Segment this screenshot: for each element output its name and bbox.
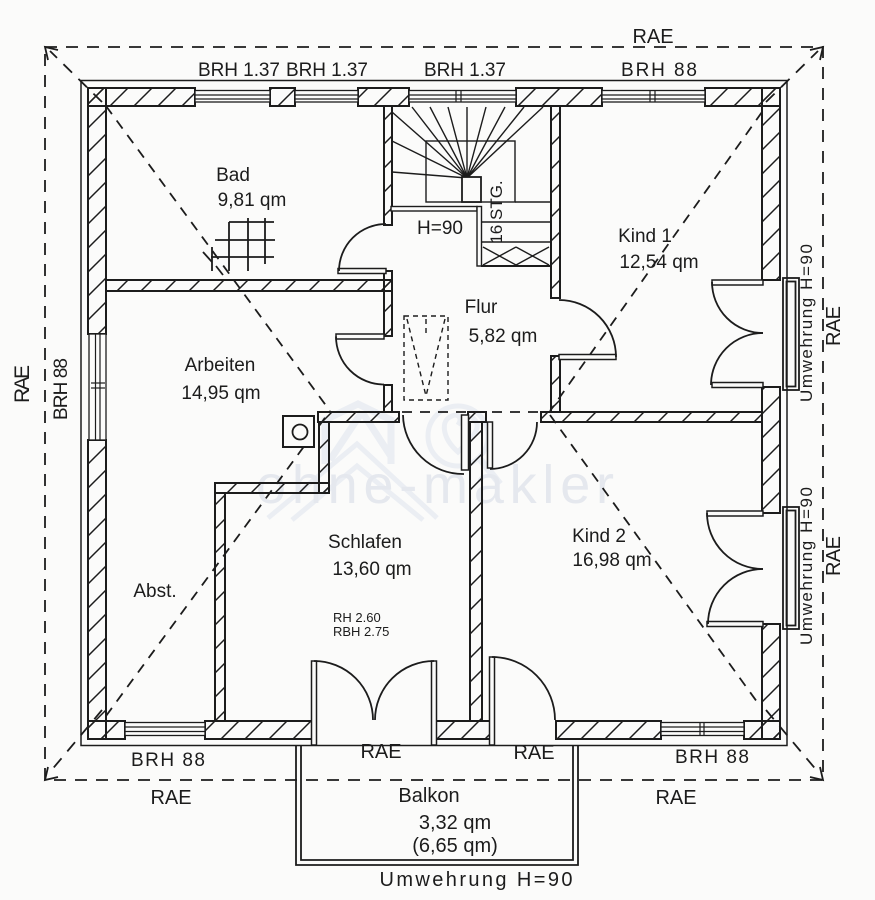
svg-text:13,60 qm: 13,60 qm: [332, 559, 411, 580]
svg-text:RAE: RAE: [360, 741, 401, 763]
svg-text:Umwehrung H=90: Umwehrung H=90: [797, 487, 816, 645]
svg-text:BRH 1.37: BRH 1.37: [198, 60, 280, 81]
svg-text:Abst.: Abst.: [133, 581, 176, 602]
svg-text:Umwehrung H=90: Umwehrung H=90: [380, 869, 573, 891]
svg-text:Schlafen: Schlafen: [328, 532, 402, 553]
svg-text:14,95 qm: 14,95 qm: [181, 383, 260, 404]
svg-text:BRH 88: BRH 88: [51, 358, 72, 420]
svg-text:BRH 88: BRH 88: [621, 60, 697, 81]
svg-text:Umwehrung H=90: Umwehrung H=90: [797, 244, 816, 402]
svg-text:BRH 1.37: BRH 1.37: [286, 60, 368, 81]
svg-text:BRH 88: BRH 88: [131, 750, 205, 771]
svg-text:Arbeiten: Arbeiten: [185, 355, 256, 376]
svg-text:Kind 1: Kind 1: [618, 226, 672, 247]
svg-text:RAE: RAE: [632, 26, 673, 48]
svg-text:16,98 qm: 16,98 qm: [572, 550, 651, 571]
svg-text:5,82 qm: 5,82 qm: [469, 326, 538, 347]
svg-text:H=90: H=90: [417, 218, 463, 239]
svg-text:RAE: RAE: [11, 365, 34, 403]
svg-text:BRH 88: BRH 88: [675, 747, 749, 768]
svg-text:RAE: RAE: [655, 787, 696, 809]
svg-text:RAE: RAE: [823, 306, 845, 346]
svg-text:(6,65 qm): (6,65 qm): [412, 835, 498, 857]
svg-text:9,81 qm: 9,81 qm: [218, 190, 287, 211]
svg-text:RAE: RAE: [513, 742, 554, 764]
svg-text:RAE: RAE: [823, 536, 845, 576]
svg-text:RAE: RAE: [150, 787, 191, 809]
svg-text:3,32 qm: 3,32 qm: [419, 812, 491, 834]
svg-text:RH 2.60: RH 2.60: [333, 610, 381, 625]
svg-text:Bad: Bad: [216, 165, 250, 186]
svg-text:12,54 qm: 12,54 qm: [619, 252, 698, 273]
svg-text:RBH 2.75: RBH 2.75: [333, 624, 389, 639]
svg-text:Flur: Flur: [465, 297, 498, 318]
svg-text:Balkon: Balkon: [398, 785, 459, 807]
svg-text:BRH 1.37: BRH 1.37: [424, 60, 506, 81]
svg-text:Kind 2: Kind 2: [572, 526, 626, 547]
svg-text:16 STG.: 16 STG.: [487, 180, 506, 243]
